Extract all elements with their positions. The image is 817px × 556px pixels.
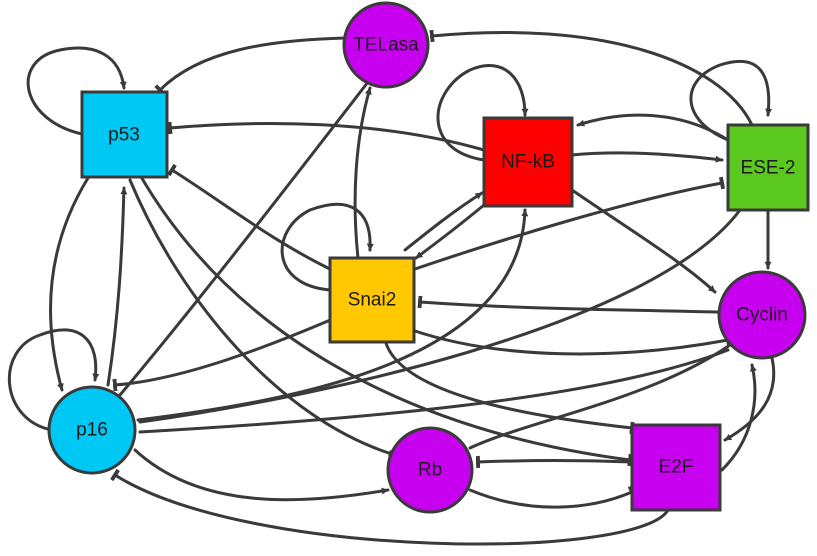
edge-p53-self <box>26 46 127 136</box>
edge-p16-telasa <box>118 80 370 397</box>
edge-p16-nfkb <box>136 208 529 422</box>
edges-layer <box>7 29 776 546</box>
node-label: NF-kB <box>501 152 555 173</box>
edge-e2f-rb <box>475 455 634 469</box>
node-p16[interactable]: p16 <box>47 385 137 475</box>
node-shape-square <box>630 423 722 512</box>
edge-cyclin-e2f <box>723 356 776 442</box>
edge-nfkb-self <box>436 64 529 162</box>
node-snai2[interactable]: Snai2 <box>328 256 416 344</box>
edge-snai2-p53 <box>167 163 334 272</box>
node-label: ESE-2 <box>741 158 796 179</box>
edge-snai2-p16 <box>112 316 337 392</box>
edge-rb-e2f <box>468 485 637 509</box>
edge-ese2-telasa <box>429 29 754 127</box>
edge-p53-e2f <box>138 173 633 467</box>
node-cyclin[interactable]: Cyclin <box>717 270 807 360</box>
node-p53[interactable]: p53 <box>80 90 169 179</box>
edge-snai2-cyclin <box>410 328 732 356</box>
edge-p16-self <box>7 328 100 432</box>
nodes-layer: TELasa p53 NF-kB ESE-2 Snai2 Cyclin <box>47 1 810 514</box>
edge-cyclin-snai2 <box>417 295 720 314</box>
edge-snai2-self <box>280 202 374 292</box>
node-label: p53 <box>108 125 140 146</box>
edge-nfkb-ese2 <box>570 151 724 163</box>
node-label: Rb <box>418 460 442 481</box>
node-shape-square <box>726 123 810 212</box>
edge-snai2-telasa <box>353 86 372 260</box>
node-nfkb[interactable]: NF-kB <box>482 116 574 208</box>
edge-e2f-p16 <box>110 468 670 546</box>
edge-nfkb-p53 <box>167 121 486 152</box>
edge-p16-rb <box>133 448 390 502</box>
node-shape-circle <box>717 270 807 360</box>
edge-nfkb-snai2 <box>414 198 492 260</box>
edge-cyclin-rb <box>468 343 732 450</box>
node-label: Snai2 <box>348 290 397 311</box>
edge-snai2-ese2-bar <box>410 176 726 272</box>
edge-ese2-nfkb <box>576 113 730 142</box>
node-label: Cyclin <box>736 305 788 326</box>
node-telasa[interactable]: TELasa <box>342 1 430 89</box>
node-label: E2F <box>659 457 694 478</box>
edge-p53-rb <box>128 178 397 457</box>
node-shape-square <box>328 256 416 344</box>
node-label: TELasa <box>353 35 419 56</box>
edge-p16-p53 <box>106 186 128 387</box>
edge-telasa-p53 <box>154 36 347 96</box>
node-rb[interactable]: Rb <box>386 426 474 514</box>
node-shape-circle <box>386 426 474 514</box>
edge-p16-cyclin <box>138 348 730 434</box>
node-e2f[interactable]: E2F <box>630 423 722 512</box>
node-shape-circle <box>342 1 430 89</box>
edge-p53-p16 <box>49 176 90 392</box>
node-shape-square <box>482 116 574 208</box>
edge-ese2-self <box>689 59 773 142</box>
node-label: p16 <box>76 420 108 441</box>
node-shape-square <box>80 90 169 179</box>
edge-nfkb-cyclin <box>570 188 717 294</box>
node-ese2[interactable]: ESE-2 <box>726 123 810 212</box>
edge-e2f-cyclin <box>720 363 757 472</box>
edge-snai2-nfkb <box>403 191 484 252</box>
node-shape-circle <box>47 385 137 475</box>
